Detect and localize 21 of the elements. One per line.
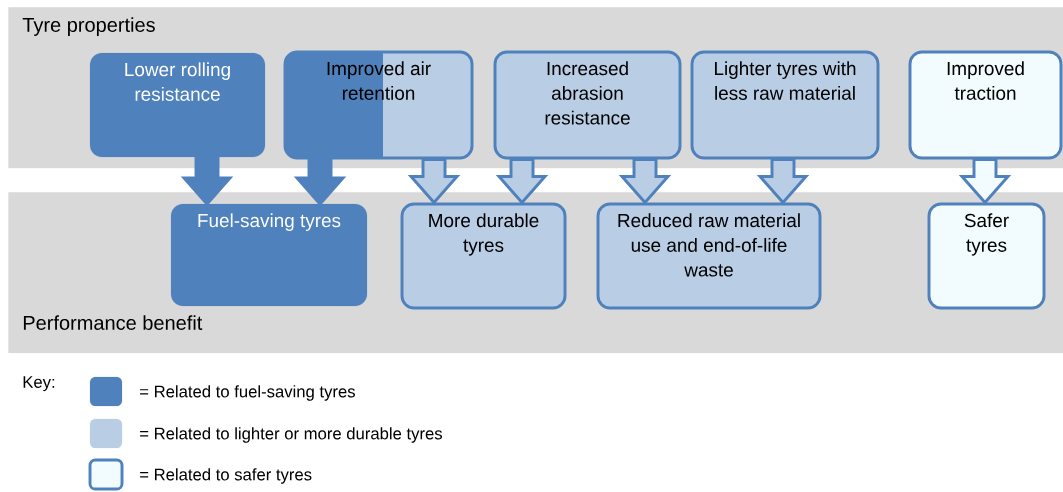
block-arrow	[180, 155, 234, 207]
key-label: Key:	[23, 376, 55, 392]
block-arrow	[958, 158, 1012, 205]
benefit-box: Safer tyres	[927, 202, 1046, 310]
benefit-box: Reduced raw material use and end-of-life waste	[596, 202, 822, 310]
block-arrow	[293, 158, 347, 207]
block-arrow	[407, 158, 461, 205]
benefit-box: Fuel-saving tyres	[170, 203, 368, 307]
property-box: Improved traction	[908, 50, 1063, 160]
legend-text: = Related to fuel-saving tyres	[140, 385, 355, 401]
block-arrow	[495, 158, 549, 205]
band-heading: Tyre properties	[22, 17, 155, 36]
property-box: Lower rolling resistance	[89, 52, 266, 158]
legend-text: = Related to lighter or more durable tyres	[140, 427, 442, 443]
benefit-box: More durable tyres	[400, 202, 567, 310]
property-box: Lighter tyres with less raw material	[690, 50, 880, 160]
block-arrow	[756, 158, 810, 205]
block-arrow	[618, 158, 672, 205]
band-heading: Performance benefit	[23, 315, 203, 330]
property-box: Increased abrasion resistance	[493, 50, 682, 160]
legend-text: = Related to safer tyres	[140, 468, 312, 484]
